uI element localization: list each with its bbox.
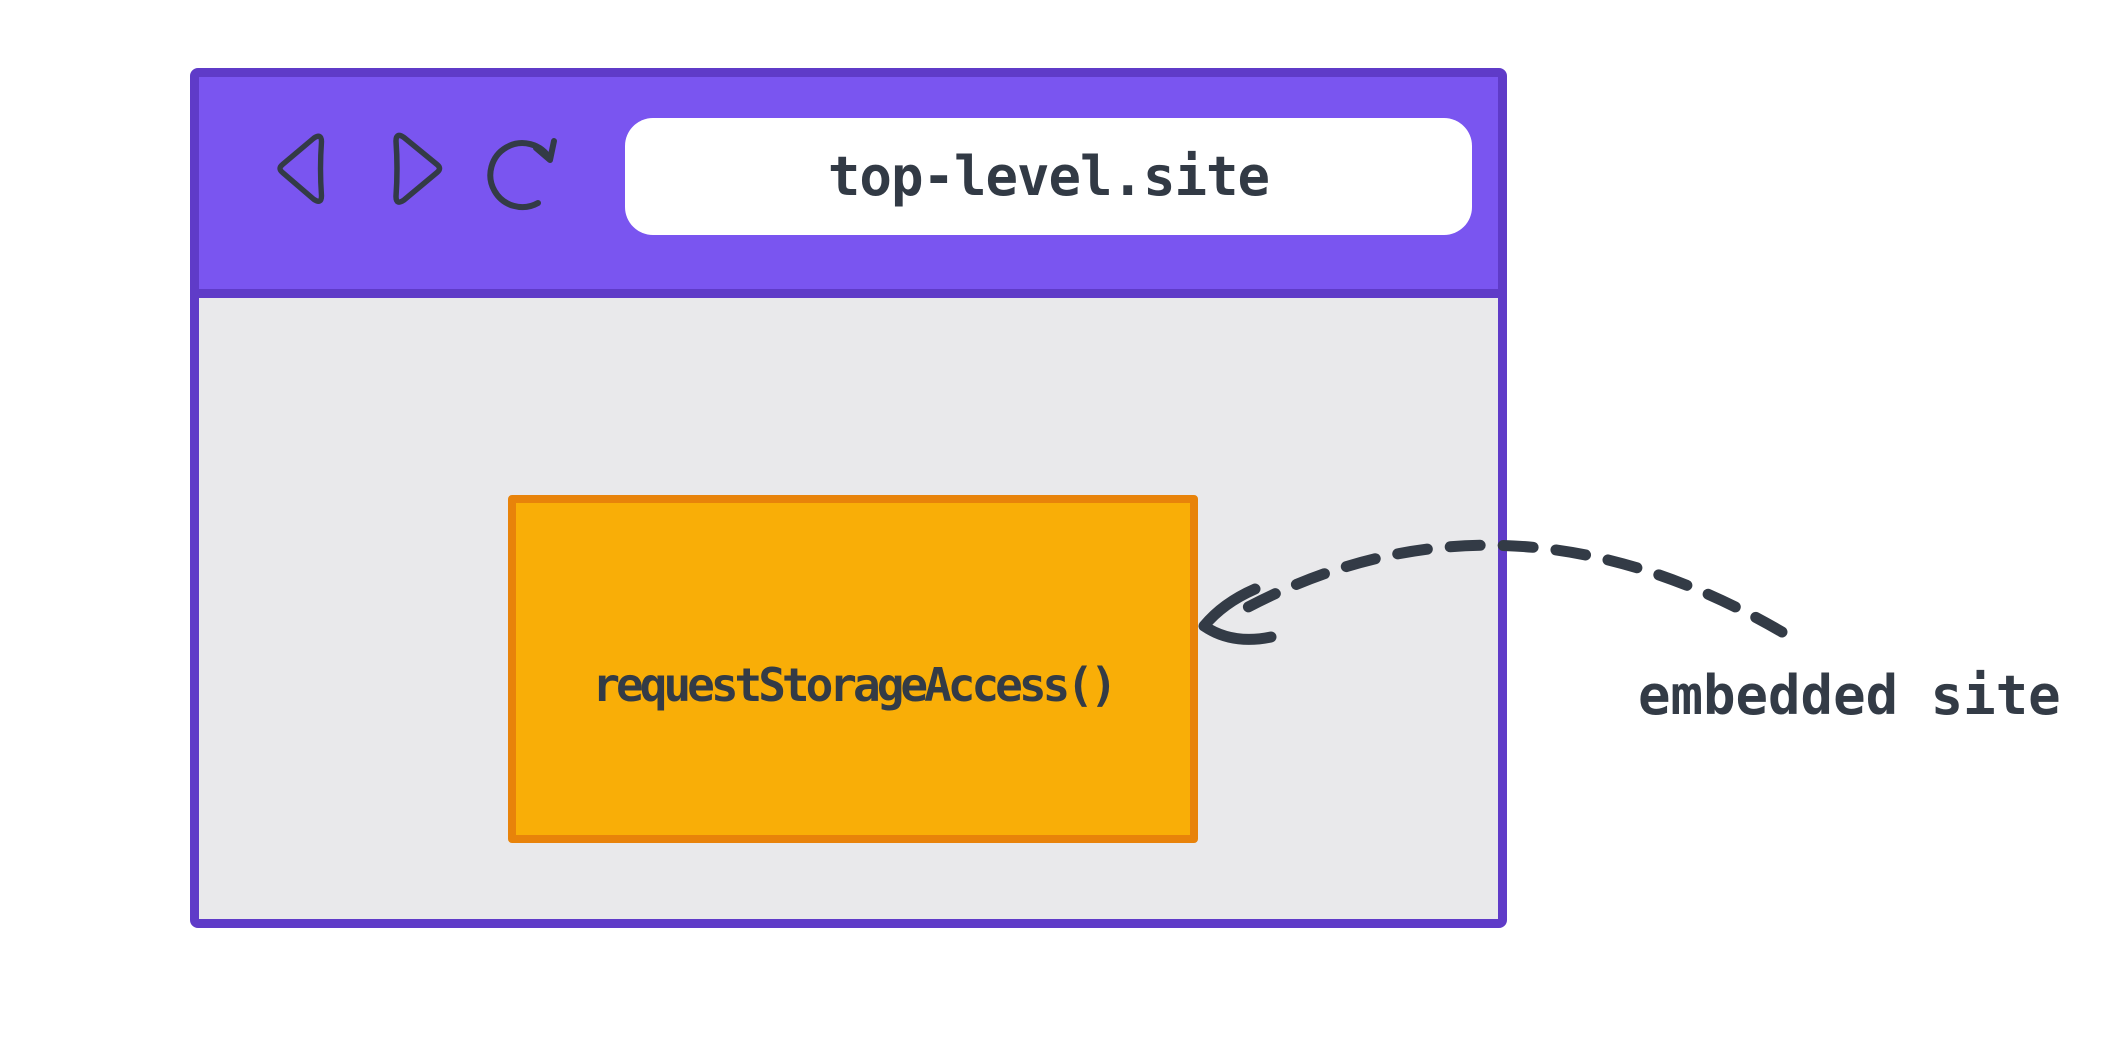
embedded-iframe[interactable]: requestStorageAccess() xyxy=(508,495,1198,843)
back-icon[interactable] xyxy=(275,128,327,210)
url-bar[interactable]: top-level.site xyxy=(625,118,1472,235)
embedded-site-label: embedded site xyxy=(1638,664,2061,727)
browser-toolbar: top-level.site xyxy=(199,77,1498,298)
url-text: top-level.site xyxy=(827,145,1270,208)
forward-icon[interactable] xyxy=(390,127,444,211)
refresh-icon[interactable] xyxy=(484,133,560,213)
browser-content: requestStorageAccess() xyxy=(199,298,1498,919)
request-storage-access-label: requestStorageAccess() xyxy=(592,658,1117,712)
browser-window: top-level.site requestStorageAccess() xyxy=(190,68,1507,928)
